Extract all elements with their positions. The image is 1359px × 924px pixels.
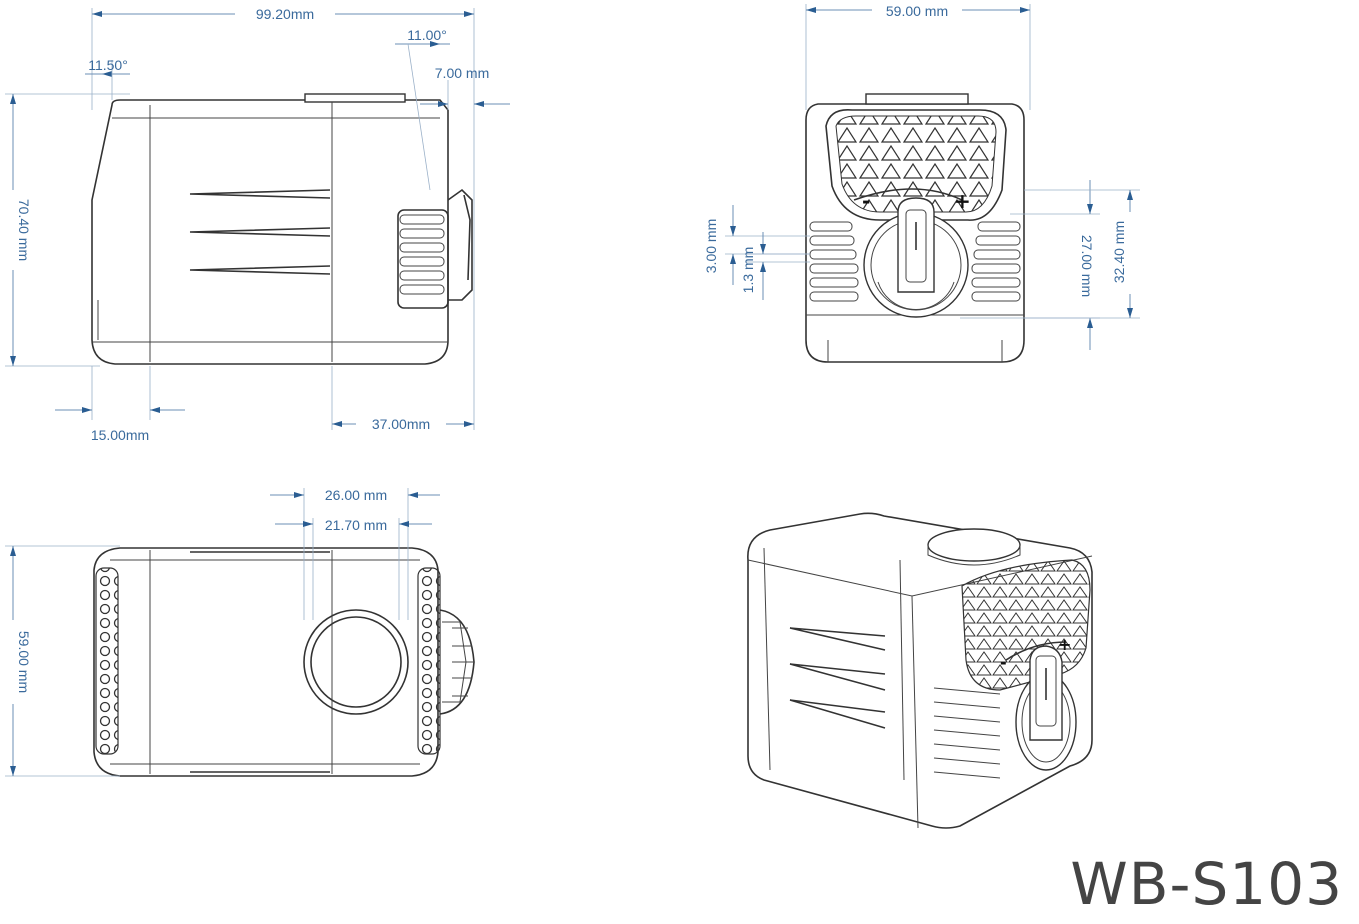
rear-length-label: 37.00mm <box>372 416 430 432</box>
side-view <box>91 93 473 365</box>
iso-side-grille <box>933 687 1001 779</box>
knob-top-label: 32.40 mm <box>1111 221 1127 283</box>
top-width-label: 59.00 mm <box>16 631 32 693</box>
front-left-grille <box>809 221 859 302</box>
isometric-view: - + <box>747 512 1093 829</box>
iso-plus-label: + <box>1058 635 1071 654</box>
knob-center-label: 27.00 mm <box>1079 235 1095 297</box>
knob-depth-label: 7.00 mm <box>435 65 489 81</box>
front-view-dimensions: 59.00 mm 3.00 mm 1.3 mm 27.00 mm 32.40 m… <box>703 1 1140 350</box>
outlet-angle-label: 11.00° <box>407 27 447 43</box>
outlet-outer-label: 26.00 mm <box>325 487 387 503</box>
front-view: - + <box>805 93 1025 363</box>
knob-plus-label: + <box>954 189 971 213</box>
left-offset-label: 15.00mm <box>91 427 149 443</box>
slot-gap-label: 1.3 mm <box>740 247 756 294</box>
top-view <box>93 547 475 777</box>
outlet-inner-label: 21.70 mm <box>325 517 387 533</box>
knob-minus-label: - <box>862 189 870 213</box>
side-view-dimensions: 99.20mm 11.50° 11.00° 7.00 mm 70.40 mm 1… <box>3 4 510 443</box>
inlet-angle-label: 11.50° <box>88 57 128 73</box>
front-right-grille <box>971 221 1021 302</box>
slot-height-label: 3.00 mm <box>703 219 719 273</box>
front-width-label: 59.00 mm <box>886 3 948 19</box>
side-length-label: 99.20mm <box>256 6 314 22</box>
top-view-dimensions: 26.00 mm 21.70 mm 59.00 mm <box>3 487 440 777</box>
side-height-label: 70.40 mm <box>16 199 32 261</box>
iso-minus-label: - <box>1000 653 1007 672</box>
model-number: WB-S103 <box>1070 850 1343 918</box>
